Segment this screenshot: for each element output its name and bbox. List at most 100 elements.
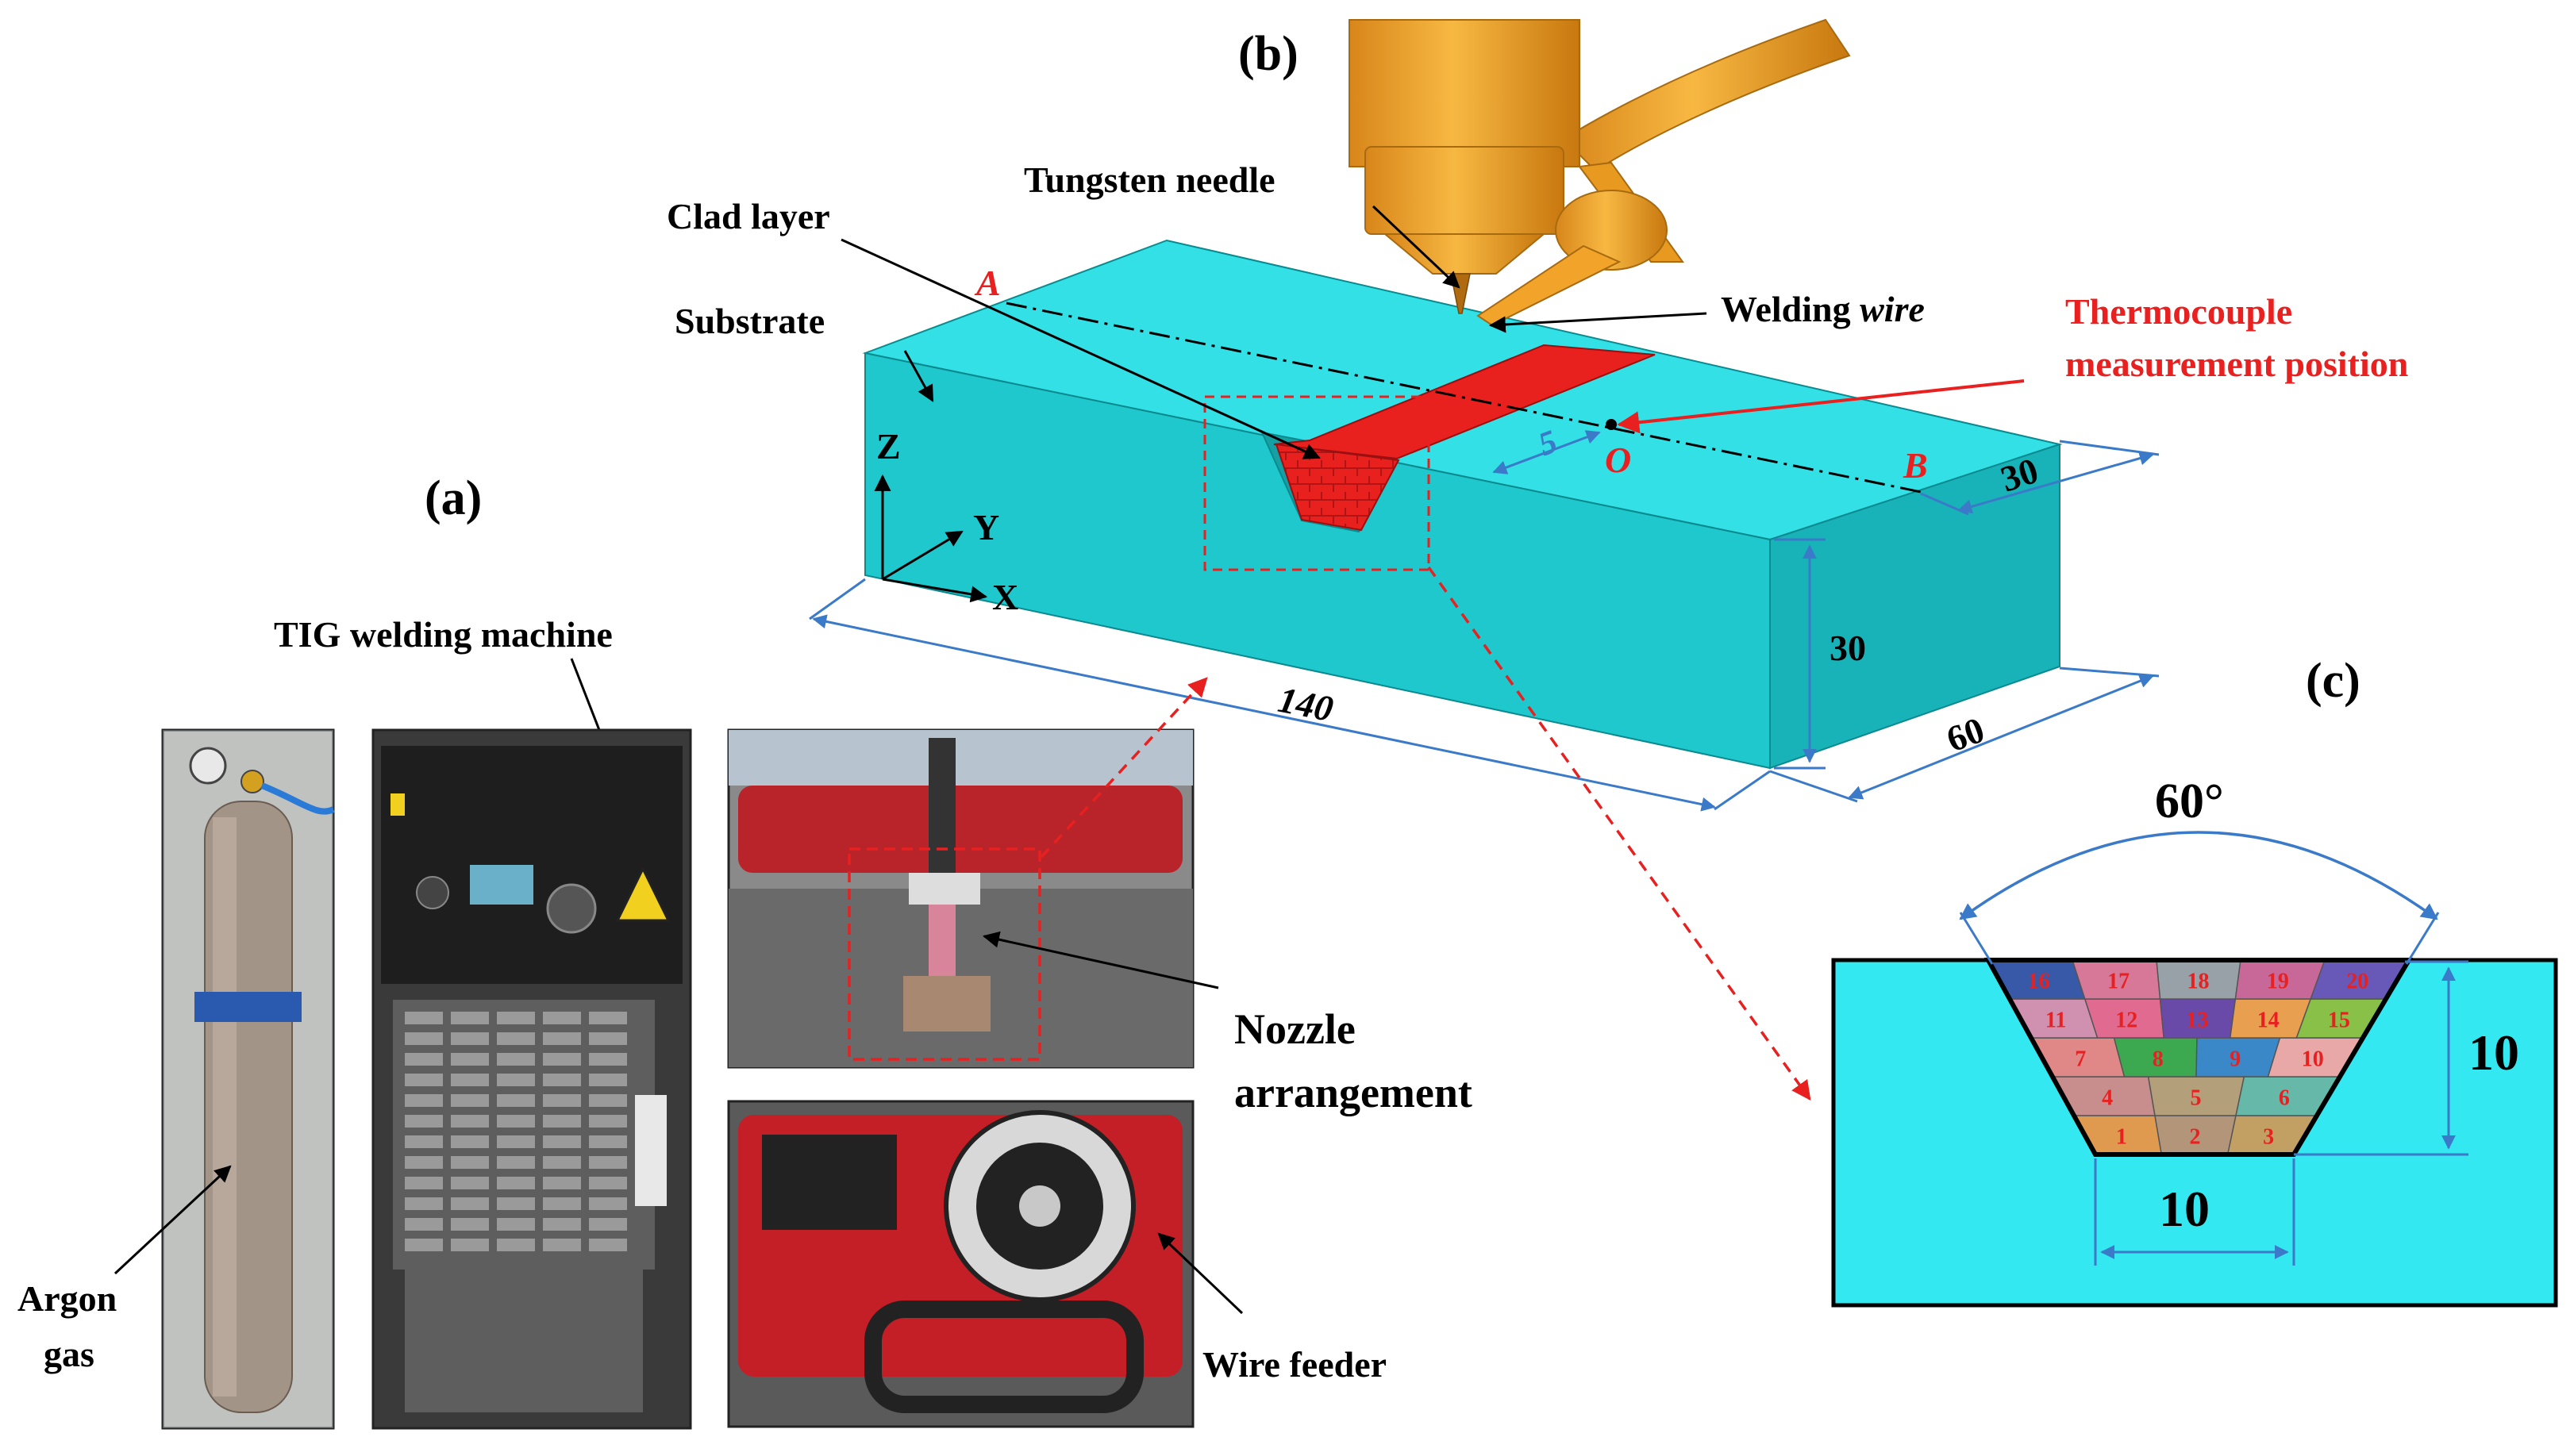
axis-x-label: X (992, 577, 1018, 617)
vent-slot (589, 1156, 627, 1169)
vent-slot (497, 1239, 535, 1251)
point-o-marker (1606, 419, 1617, 430)
vent-slot (405, 1012, 443, 1024)
argon-leader (114, 1165, 232, 1275)
vent-slot (543, 1053, 581, 1066)
vent-slot (589, 1053, 627, 1066)
welding-wire-label: Welding wire (1721, 289, 1925, 329)
panel-label-b: (b) (1238, 27, 1299, 81)
vent-slot (543, 1074, 581, 1086)
vent-slot (589, 1094, 627, 1107)
vent-slot (543, 1197, 581, 1210)
depth-label: 10 (2468, 1024, 2519, 1081)
weld-pass-label: 4 (2102, 1086, 2113, 1111)
wire-feeder-label: Wire feeder (1202, 1344, 1387, 1385)
weld-pass-label: 7 (2075, 1047, 2086, 1072)
wire-feeder-leader (1157, 1232, 1244, 1315)
vent-slot (589, 1115, 627, 1128)
weld-pass-label: 6 (2279, 1086, 2290, 1111)
vent-slot (451, 1177, 489, 1189)
weld-pass-label: 11 (2045, 1008, 2066, 1033)
tig-vents (405, 1012, 627, 1251)
vent-slot (405, 1239, 443, 1251)
vent-slot (405, 1156, 443, 1169)
gauge-icon (189, 747, 227, 785)
o-offset-dim-line (1492, 430, 1601, 474)
weld-pass-label: 5 (2191, 1086, 2202, 1111)
vent-slot (497, 1053, 535, 1066)
vent-slot (543, 1177, 581, 1189)
width-dim-label: 60 (1941, 709, 1990, 760)
weld-line (1006, 302, 1922, 494)
vent-slot (451, 1012, 489, 1024)
vent-slot (497, 1218, 535, 1231)
vent-slot (451, 1135, 489, 1148)
nozzle-guide (1040, 677, 1208, 859)
weld-pass-label: 19 (2267, 970, 2289, 994)
vent-slot (543, 1239, 581, 1251)
vent-slot (497, 1074, 535, 1086)
nozzle-leader (982, 931, 1219, 989)
nozzle-label-2: arrangement (1234, 1069, 1472, 1116)
nozzle-photo (727, 728, 1195, 1069)
clad-layer-label: Clad layer (667, 196, 830, 236)
tig-machine-label: TIG welding machine (274, 614, 613, 655)
weld-pass-label: 8 (2153, 1047, 2164, 1072)
vent-slot (543, 1012, 581, 1024)
thermocouple-leader (1617, 379, 2025, 434)
vent-slot (543, 1135, 581, 1148)
angle-label: 60° (2155, 774, 2224, 828)
clad-layer (1273, 344, 1656, 460)
vent-slot (405, 1135, 443, 1148)
point-o-label: O (1605, 440, 1631, 480)
vent-slot (497, 1177, 535, 1189)
wire-feeder-photo (727, 1100, 1195, 1428)
argon-label-2: gas (44, 1334, 94, 1374)
thermocouple-label-1: Thermocouple (2065, 291, 2292, 332)
length-dim-label: 140 (1275, 679, 1336, 729)
weld-pass-label: 16 (2028, 970, 2050, 994)
nozzle-highlight (848, 847, 1041, 1061)
vent-slot (543, 1094, 581, 1107)
weld-pass-label: 2 (2190, 1125, 2201, 1150)
wire-leader (1488, 312, 1707, 333)
length-dim-line (812, 614, 1716, 812)
bottom-width-label: 10 (2159, 1181, 2210, 1237)
angle-arc (1959, 831, 2438, 920)
vent-slot (405, 1053, 443, 1066)
vent-slot (405, 1094, 443, 1107)
vent-slot (497, 1094, 535, 1107)
weld-pass-label: 12 (2115, 1008, 2137, 1033)
vent-slot (497, 1012, 535, 1024)
control-knob-icon (546, 883, 597, 934)
vent-slot (451, 1218, 489, 1231)
vent-slot (405, 1074, 443, 1086)
section-guide (1427, 566, 1811, 1101)
welding-model (809, 18, 2160, 1101)
weld-pass-label: 18 (2187, 970, 2210, 994)
welding-torch (1349, 18, 1851, 327)
welding-word: Welding (1721, 289, 1860, 329)
vent-slot (589, 1074, 627, 1086)
clad-section (1275, 443, 1400, 532)
axes (874, 474, 988, 603)
vent-slot (451, 1156, 489, 1169)
axis-y-label: Y (973, 507, 999, 547)
vent-slot (497, 1115, 535, 1128)
vent-slot (451, 1094, 489, 1107)
nozzle-label-1: Nozzle (1234, 1005, 1356, 1053)
vent-slot (589, 1218, 627, 1231)
wire-word: wire (1860, 289, 1925, 329)
weld-pass-label: 1 (2116, 1125, 2127, 1150)
vent-slot (543, 1115, 581, 1128)
vent-slot (405, 1115, 443, 1128)
vent-slot (451, 1197, 489, 1210)
weld-pass-label: 15 (2328, 1008, 2350, 1033)
vent-slot (451, 1053, 489, 1066)
point-b-label: B (1903, 445, 1928, 486)
vent-slot (497, 1156, 535, 1169)
vent-slot (405, 1032, 443, 1045)
offset-dim-line (1957, 451, 2154, 514)
weld-pass-label: 13 (2187, 1008, 2209, 1033)
